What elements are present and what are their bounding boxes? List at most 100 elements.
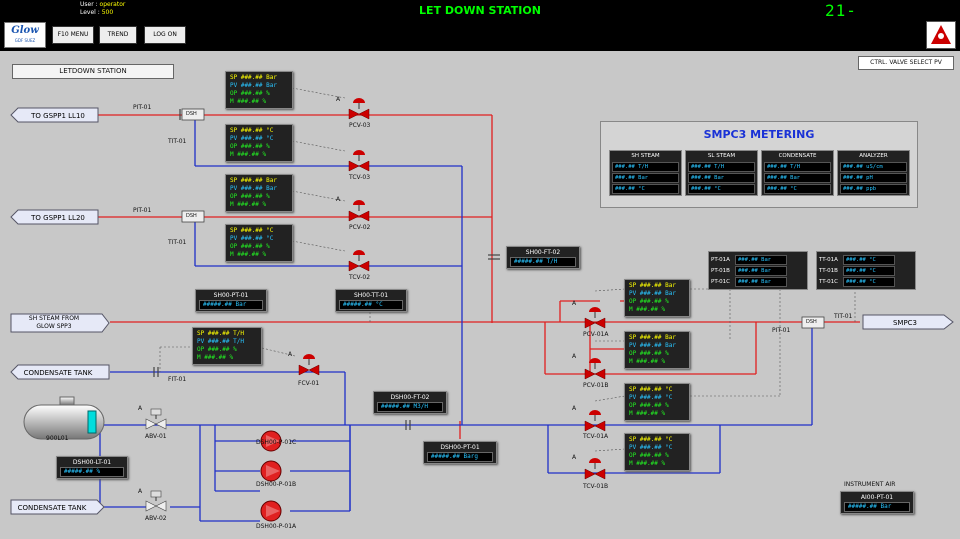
metering-value: ###.## °C [764,184,831,194]
fp-op: OP ###.## % [629,350,669,357]
f10-menu-button[interactable]: F10 MENU [52,26,94,44]
fcv-01-valve-icon[interactable] [298,353,320,377]
logo-subtext: GDF SUEZ [14,38,36,43]
tag-a: A [336,96,341,103]
metering-condensate[interactable]: CONDENSATE ###.## T/H ###.## Bar ###.## … [761,150,834,196]
tt-value: ###.## °C [843,254,895,265]
tag-pit-01-b: PIT-01 [133,207,152,214]
log-on-button[interactable]: LOG ON [144,26,186,44]
indicator-dsh00-pt-01[interactable]: DSH00-PT-01 #####.## Barg [423,441,497,464]
fp-op: OP ###.## % [230,143,270,150]
metering-analyzer[interactable]: ANALYZER ###.## uS/cm ###.## pH ###.## p… [837,150,910,196]
tt-01-group[interactable]: TT-01A###.## °C TT-01B###.## °C TT-01C##… [816,251,916,290]
pt-01-group[interactable]: PT-01A###.## Bar PT-01B###.## Bar PT-01C… [708,251,808,290]
dsh-block-1 [181,108,205,121]
indicator-sh00-ft-02[interactable]: SH00-FT-02 #####.## T/H [506,246,580,269]
abv-01-valve-icon[interactable] [145,407,167,431]
faceplate-pcv-01b[interactable]: SP ###.## Bar PV ###.## Bar OP ###.## % … [624,331,690,369]
fp-pv: PV ###.## Bar [629,342,676,349]
arrow-condensate-tank-2[interactable] [10,499,105,515]
alarm-icon[interactable] [926,21,956,49]
fp-mode: M ###.## % [230,251,267,258]
faceplate-tcv-01a[interactable]: SP ###.## °C PV ###.## °C OP ###.## % M … [624,383,690,421]
tag-pcv-01a: PCV-01A [583,331,609,338]
indicator-dsh00-lt-01[interactable]: DSH00-LT-01 #####.## % [56,456,128,479]
tag-pump-c: DSH00-P-01C [256,439,297,446]
metering-value: ###.## Bar [764,173,831,183]
tcv-01b-valve-icon[interactable] [584,457,606,481]
smpc3-metering-panel: SMPC3 METERING SH STEAM ###.## T/H ###.#… [600,121,918,208]
pt-tag: PT-01B [711,267,730,274]
pipe-network [95,87,860,522]
fp-pv: PV ###.## °C [629,444,673,451]
pcv-02-valve-icon[interactable] [348,199,370,223]
fp-op: OP ###.## % [629,298,669,305]
dsh-block-2 [181,210,205,223]
tag-dsh-2: DSH [186,213,197,219]
pcv-01a-valve-icon[interactable] [584,306,606,330]
pcv-01b-valve-icon[interactable] [584,357,606,381]
fp-pv: PV ###.## T/H [197,338,244,345]
faceplate-pcv-02[interactable]: SP ###.## Bar PV ###.## Bar OP ###.## % … [225,174,293,212]
fp-sp: SP ###.## Bar [629,334,676,341]
fp-op: OP ###.## % [197,346,237,353]
faceplate-tcv-03[interactable]: SP ###.## °C PV ###.## °C OP ###.## % M … [225,124,293,162]
fp-sp: SP ###.## °C [230,227,274,234]
abv-02-valve-icon[interactable] [145,489,167,513]
deaerator-tank-icon[interactable] [22,395,106,443]
indicator-sh00-tt-01[interactable]: SH00-TT-01 #####.## °C [335,289,407,312]
tcv-03-valve-icon[interactable] [348,149,370,173]
arrow-to-gspp1-ll10[interactable] [10,107,100,123]
arrow-sh-steam-from[interactable] [10,313,110,333]
tag-abv-01: ABV-01 [145,433,167,440]
tag-pit-01-a: PIT-01 [133,104,152,111]
indicator-dsh00-ft-02[interactable]: DSH00-FT-02 #####.## M3/H [373,391,447,414]
tag-tcv-01b: TCV-01B [583,483,609,490]
dsh-block-3 [801,316,825,329]
tag-dsh-1: DSH [186,111,197,117]
tcv-01a-valve-icon[interactable] [584,409,606,433]
indicator-value: #####.## Bar [844,502,910,512]
metering-value: ###.## °C [688,184,755,194]
tag-a: A [138,405,143,412]
faceplate-fcv-01[interactable]: SP ###.## T/H PV ###.## T/H OP ###.## % … [192,327,262,365]
logo-text: Glow [11,25,39,36]
pt-value: ###.## Bar [735,254,787,265]
arrow-smpc3[interactable] [862,314,954,330]
ctrl-valve-select-button[interactable]: CTRL. VALVE SELECT PV [858,56,954,70]
fp-mode: M ###.## % [629,358,666,365]
metering-sl-steam[interactable]: SL STEAM ###.## T/H ###.## Bar ###.## °C [685,150,758,196]
fp-pv: PV ###.## °C [230,135,274,142]
fp-op: OP ###.## % [629,402,669,409]
metering-sh-steam[interactable]: SH STEAM ###.## T/H ###.## Bar ###.## °C [609,150,682,196]
fp-sp: SP ###.## Bar [230,74,277,81]
pcv-03-valve-icon[interactable] [348,97,370,121]
tag-a: A [572,405,577,412]
pump-p-01a-icon[interactable] [258,499,290,523]
arrow-condensate-tank-1[interactable] [10,364,110,380]
faceplate-tcv-02[interactable]: SP ###.## °C PV ###.## °C OP ###.## % M … [225,224,293,262]
pump-p-01c-icon[interactable] [258,429,290,453]
tag-a: A [572,353,577,360]
fp-mode: M ###.## % [230,98,267,105]
pump-p-01b-icon[interactable] [258,459,290,483]
tag-tcv-03: TCV-03 [349,174,371,181]
indicator-value: #####.## M3/H [377,402,443,412]
top-status-bar: User : operator Level : 500 LET DOWN STA… [0,0,960,39]
trend-button[interactable]: TREND [99,26,137,44]
fp-op: OP ###.## % [629,452,669,459]
level-value: 500 [101,9,114,16]
faceplate-pcv-03[interactable]: SP ###.## Bar PV ###.## Bar OP ###.## % … [225,71,293,109]
faceplate-pcv-01a[interactable]: SP ###.## Bar PV ###.## Bar OP ###.## % … [624,279,690,317]
fp-mode: M ###.## % [230,201,267,208]
arrow-to-gspp1-ll20[interactable] [10,209,100,225]
faceplate-tcv-01b[interactable]: SP ###.## °C PV ###.## °C OP ###.## % M … [624,433,690,471]
metering-value: ###.## Bar [688,173,755,183]
fp-pv: PV ###.## Bar [230,82,277,89]
fp-pv: PV ###.## Bar [230,185,277,192]
indicator-ai00-pt-01[interactable]: AI00-PT-01 #####.## Bar [840,491,914,514]
screen-title: LET DOWN STATION [419,4,541,17]
indicator-sh00-pt-01[interactable]: SH00-PT-01 #####.## Bar [195,289,267,312]
tcv-02-valve-icon[interactable] [348,249,370,273]
fp-mode: M ###.## % [629,306,666,313]
